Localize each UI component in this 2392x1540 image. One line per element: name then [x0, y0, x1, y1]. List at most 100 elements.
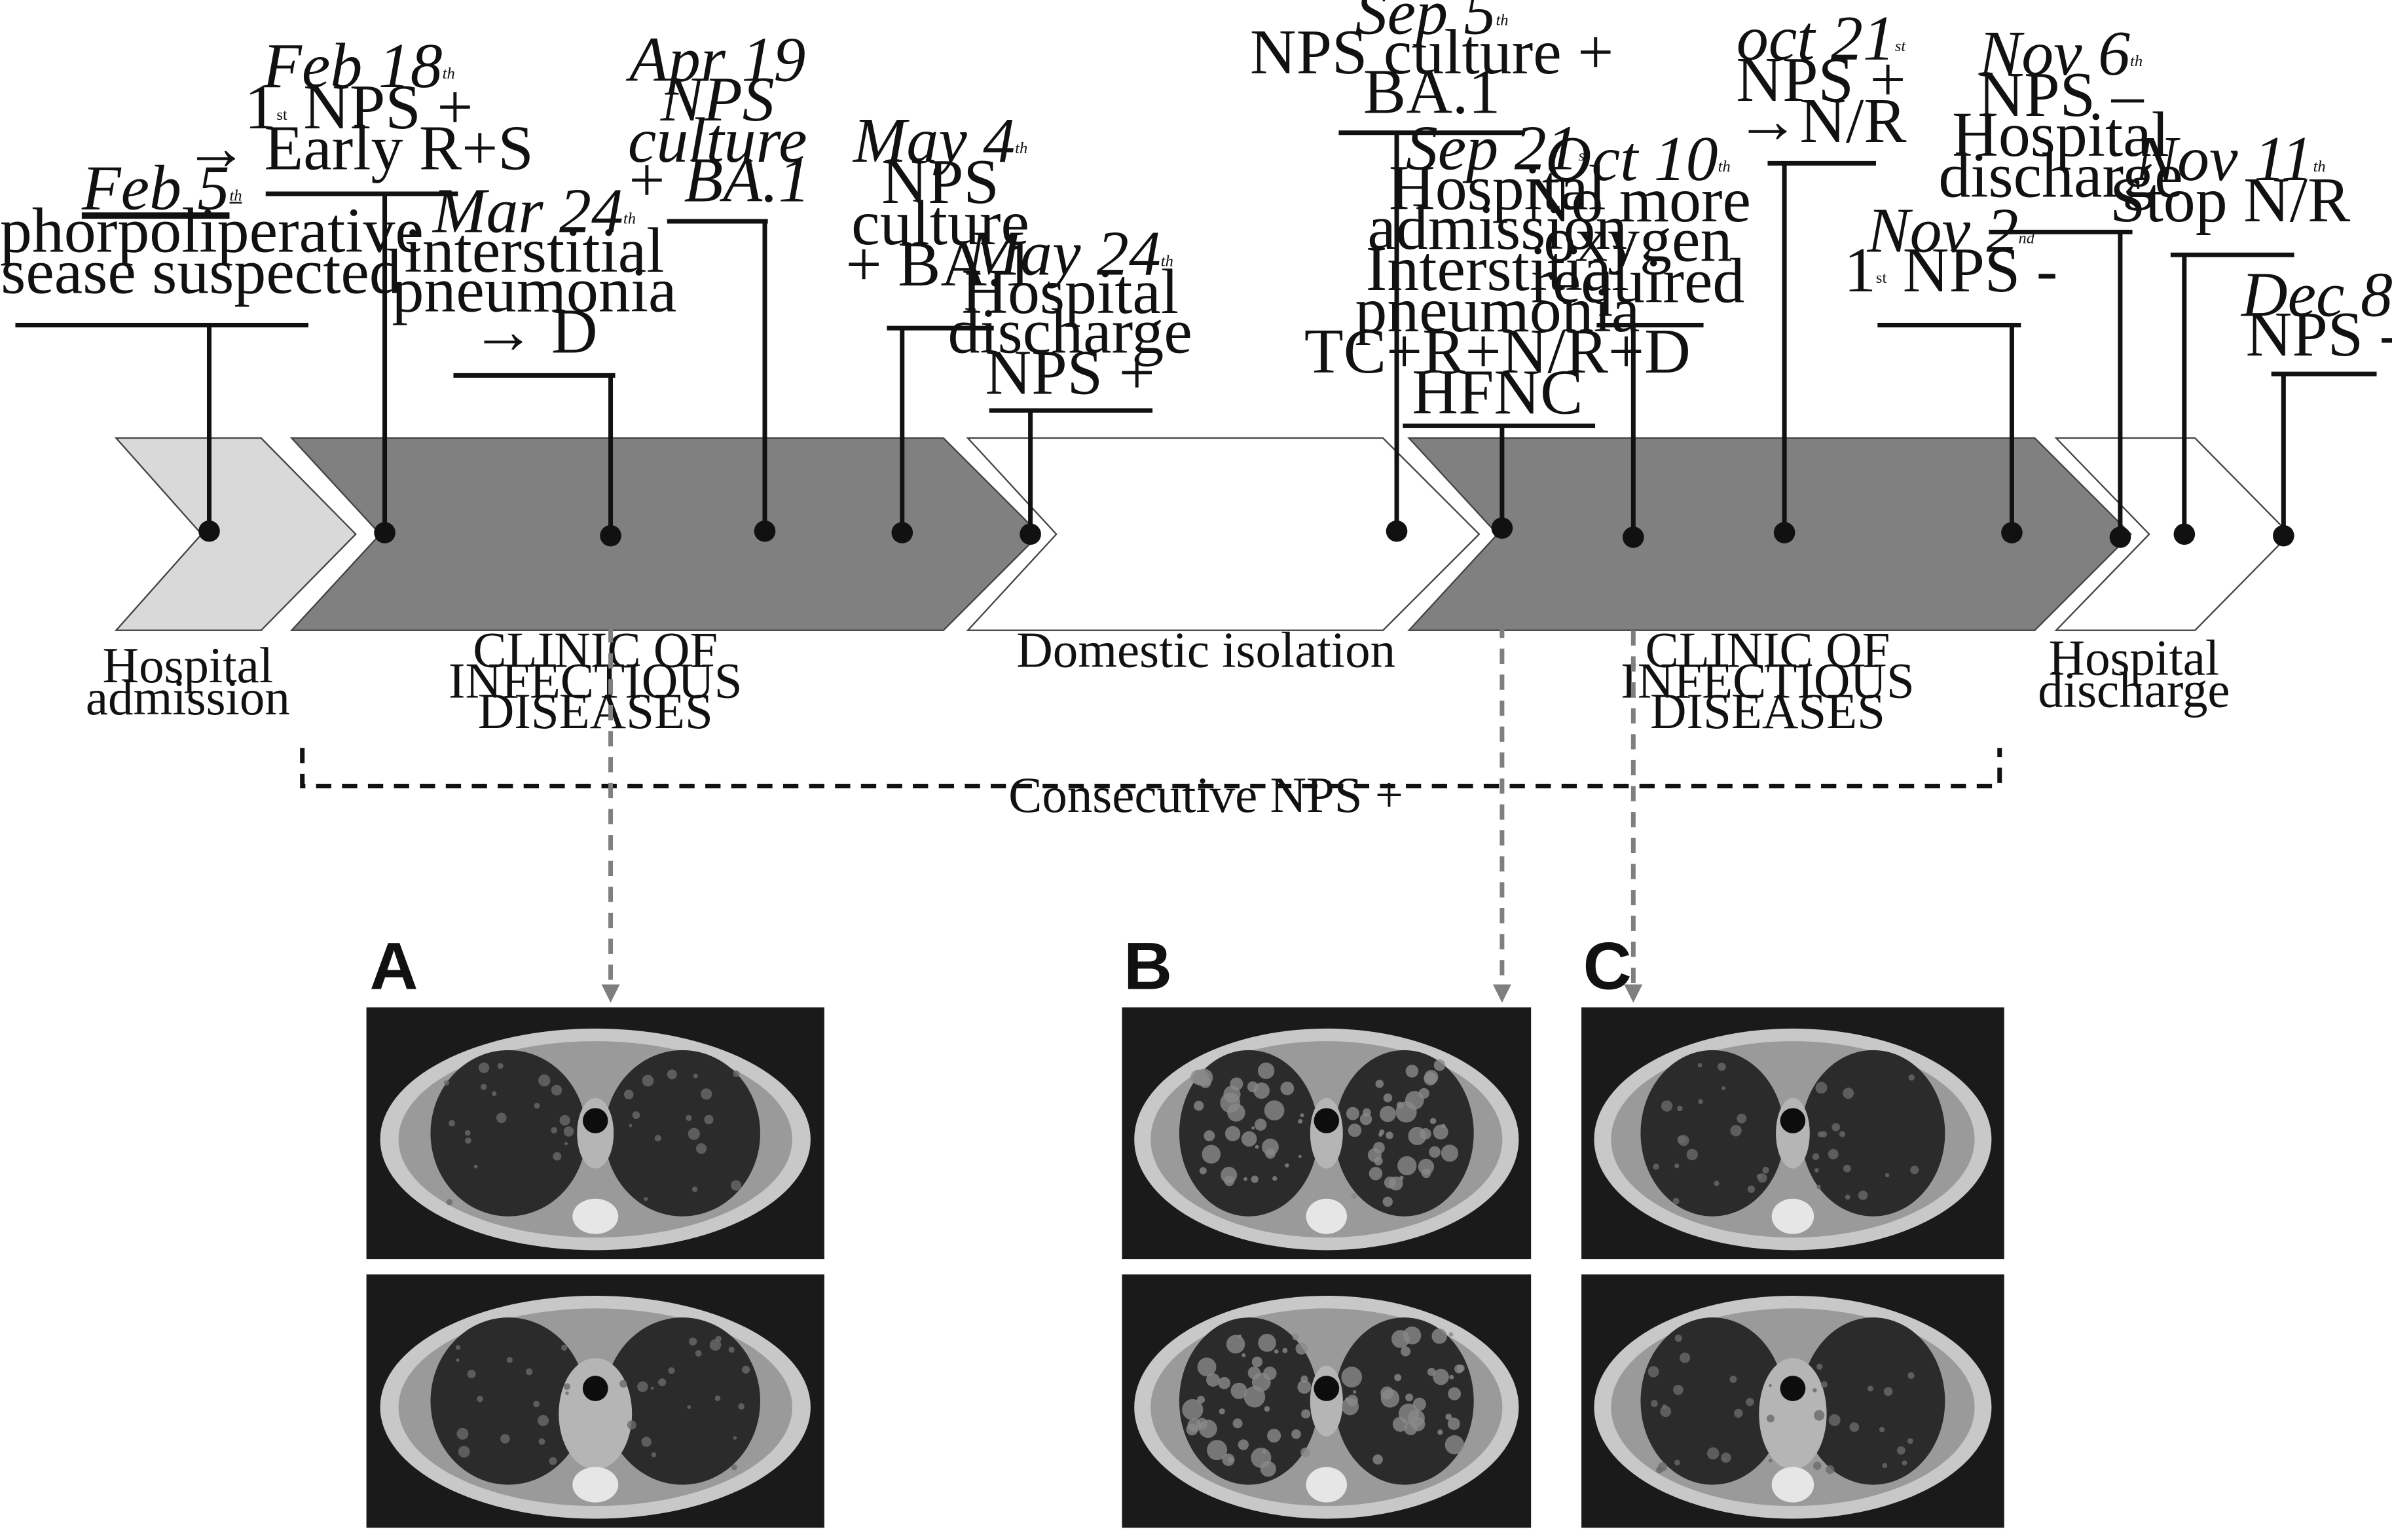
event-text: Hospital — [961, 257, 1179, 327]
event-date: Nov 11th — [2134, 124, 2326, 194]
event-text: pneumonia — [392, 255, 677, 326]
event-text: →N/R — [1736, 86, 1907, 156]
phase-label: admission — [86, 669, 290, 725]
event-date: Nov 6th — [1978, 18, 2143, 89]
ct-scan-image — [1581, 1274, 2004, 1528]
event-date: Nov 2nd — [1866, 196, 2034, 266]
event-text: + BA.1 — [846, 229, 1035, 300]
event-date: oct 21st — [1737, 3, 1907, 74]
phase-label: DISEASES — [478, 683, 713, 739]
event-date: Mar 24th — [432, 175, 636, 246]
event-text: → D — [471, 296, 597, 367]
event-dot — [2109, 526, 2131, 548]
ct-panel-c: C — [1581, 928, 2004, 1528]
event-dot — [600, 524, 621, 547]
event-date: May 4th — [852, 105, 1027, 176]
ct-panel-b: B — [1122, 928, 1532, 1528]
phase-label: CLINIC OF — [473, 622, 718, 678]
event-date: Feb 5th — [81, 153, 242, 223]
phase-clinic-infectious-diseases-1 — [289, 437, 1041, 631]
phase-label: CLINIC OF — [1646, 622, 1890, 678]
event-dot — [1623, 526, 1644, 548]
phase-label: Hospital — [2049, 629, 2220, 686]
timeline-event: Sep 21stHospitaladmissionInterstitialpne… — [1304, 113, 1691, 539]
panel-letter: B — [1124, 928, 1172, 1004]
event-text: pneumonia — [1355, 275, 1640, 346]
event-dot — [2273, 524, 2294, 547]
event-text: admission — [1367, 192, 1627, 263]
event-dot — [1773, 522, 1795, 543]
event-text: BA.1 — [1363, 56, 1500, 127]
event-dot — [1020, 523, 1041, 545]
phase-label: DISEASES — [1650, 683, 1885, 739]
event-date: Sep 5th — [1355, 0, 1509, 48]
ct-scan-image — [366, 1007, 824, 1260]
event-dot — [754, 520, 776, 542]
timeline-event: Feb 5thlymphorpoliperativediesease suspe… — [0, 153, 424, 542]
event-date: Apr 19 — [625, 25, 805, 96]
event-text: NPS — [660, 64, 775, 135]
ct-panel-a: A — [366, 928, 824, 1528]
arrow-head — [601, 984, 620, 1003]
event-dot — [891, 522, 913, 543]
event-text: required — [1531, 246, 1744, 317]
event-text: culture — [628, 105, 807, 176]
ct-scan-image — [1122, 1007, 1532, 1260]
event-text: 1st NPS - — [1844, 235, 2057, 306]
event-text: Hospital — [1389, 153, 1606, 223]
event-text: NPS + — [985, 337, 1155, 408]
event-text: oxygen — [1543, 205, 1732, 276]
arrow-head — [1624, 984, 1643, 1003]
phase-label: INFECTIOUS — [449, 652, 743, 708]
bracket-label: Consecutive NPS + — [1008, 767, 1403, 823]
event-date: Feb 18th — [262, 31, 455, 101]
event-dot — [2001, 522, 2023, 543]
event-date: Sep 21st — [1406, 113, 1590, 184]
ct-scan-image — [1581, 1007, 2004, 1260]
event-date: May 24th — [965, 219, 1173, 289]
ct-scan-image — [366, 1274, 824, 1528]
event-text: discharge — [948, 296, 1192, 367]
phase-domestic-isolation — [966, 437, 1481, 631]
event-date: Oct 10th — [1545, 124, 1731, 194]
event-text: NPS + — [1736, 45, 1905, 115]
phase-label: Hospital — [103, 637, 274, 693]
event-dot — [198, 520, 220, 542]
event-text: NPS culture + — [1250, 17, 1614, 88]
event-dot — [374, 522, 396, 543]
event-text: + BA.1 — [625, 145, 811, 216]
panel-letter: A — [370, 928, 418, 1004]
event-dot — [1491, 517, 1513, 539]
phase-label: INFECTIOUS — [1621, 652, 1915, 708]
event-text: culture — [851, 188, 1029, 259]
phase-hospital-discharge — [2054, 437, 2291, 631]
phase-label: Domestic isolation — [1016, 622, 1395, 678]
event-text: 1st NPS + — [244, 72, 473, 143]
event-text: Interstitial — [1366, 234, 1629, 304]
event-text: NPS – — [1978, 60, 2144, 130]
arrow-head — [1492, 984, 1511, 1003]
event-text: NPS — [881, 147, 999, 217]
event-text: interstitial — [405, 215, 665, 286]
event-dot — [1386, 520, 1408, 542]
consecutive-nps-bracket — [300, 748, 2002, 788]
phase-clinic-infectious-diseases-2 — [1407, 437, 2132, 631]
timeline-event: Dec 8thNPS - — [2240, 260, 2392, 547]
event-text: No more — [1525, 165, 1751, 236]
event-text: diesease suspected — [0, 237, 401, 308]
event-text: HFNC — [1412, 358, 1583, 428]
event-text: TC+R+N/R+D — [1304, 316, 1691, 387]
panel-letter: C — [1583, 928, 1632, 1004]
event-text: NPS - — [2246, 299, 2392, 370]
